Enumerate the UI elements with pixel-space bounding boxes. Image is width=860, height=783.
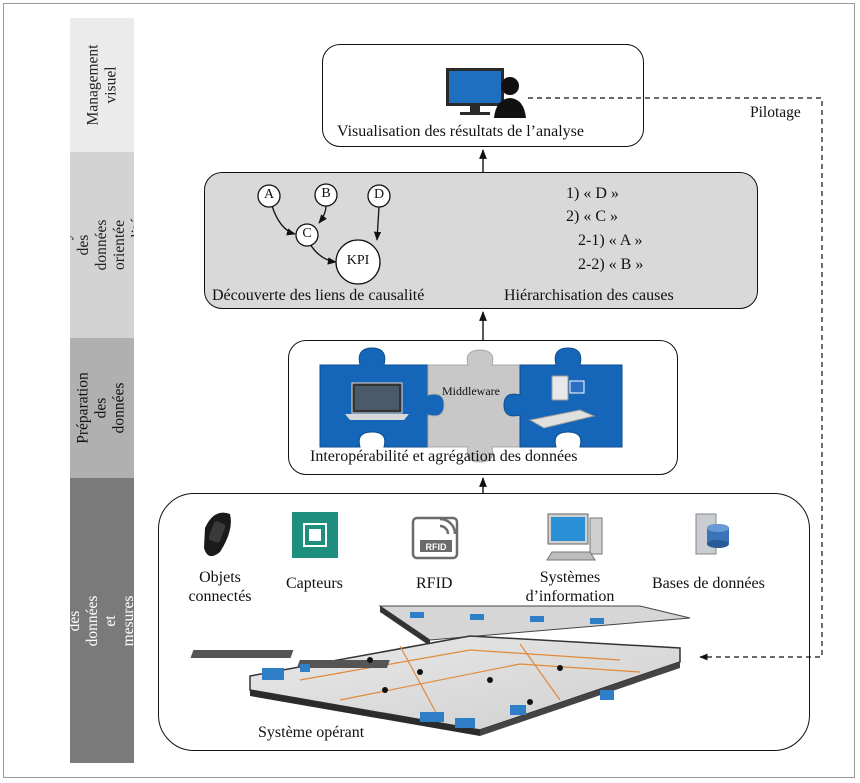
node-b [314, 183, 338, 207]
source-label-rfid: RFID [416, 575, 453, 592]
source-label-capteurs: Capteurs [286, 575, 343, 592]
source-label-objets: Objets connectés [180, 568, 260, 606]
middleware-label: Middleware [442, 384, 500, 398]
rfid-tag-icon: RFID [411, 516, 459, 560]
causal-edges [271, 205, 382, 265]
ranking-item-1: 1) « D » [566, 185, 619, 202]
node-kpi [335, 239, 381, 285]
laptop-icon [345, 382, 409, 420]
causal-discovery-caption: Découverte des liens de causalité [212, 287, 425, 304]
puzzle-pieces [319, 347, 623, 463]
node-b-label: B [321, 186, 331, 201]
node-kpi-label: KPI [346, 253, 370, 268]
node-c [295, 223, 319, 247]
node-d-label: D [373, 187, 385, 202]
factory-floor-illustration [190, 605, 691, 736]
pilotage-loop [528, 97, 823, 661]
stage-band-collection: Collecte des données et mesures des KPIs [70, 478, 134, 763]
visualisation-caption: Visualisation des résultats de l’analyse [337, 123, 584, 140]
causal-nodes [257, 183, 391, 285]
node-d [367, 184, 391, 208]
cause-ranking-caption: Hiérarchisation des causes [504, 287, 674, 304]
computer-icon [546, 513, 603, 561]
monitor-user-icon [446, 68, 526, 118]
sensor-chip-icon [292, 512, 338, 558]
source-label-systemes-line1: Systèmes [539, 569, 601, 586]
ranking-item-3: 2-1) « A » [578, 232, 643, 249]
node-a [257, 184, 281, 208]
source-label-objets-line2: connectés [188, 588, 252, 605]
source-label-systemes-line2: d’information [525, 588, 615, 605]
analysis-box [204, 172, 758, 309]
stage-band-preparation: Préparation des données [70, 338, 134, 478]
ranking-item-4: 2-2) « B » [578, 256, 644, 273]
node-c-label: C [302, 226, 312, 241]
svg-text:RFID: RFID [426, 542, 447, 552]
rfid-reader-icon [528, 375, 596, 429]
ranking-item-2: 2) « C » [566, 208, 618, 225]
stage-band-management: Management visuel [70, 18, 134, 152]
database-icon [695, 513, 729, 555]
node-a-label: A [263, 187, 275, 202]
source-label-objets-line1: Objets [199, 569, 241, 586]
pilotage-label: Pilotage [750, 104, 801, 121]
source-label-bases: Bases de données [652, 575, 765, 592]
source-label-systemes: Systèmes d’information [515, 568, 625, 606]
stage-band-analysis: Analyse des données orientée «causalité» [70, 152, 134, 338]
operating-system-caption: Système opérant [258, 724, 365, 741]
smart-band-icon [204, 512, 231, 557]
preparation-caption: Interopérabilité et agrégation des donné… [310, 448, 578, 465]
